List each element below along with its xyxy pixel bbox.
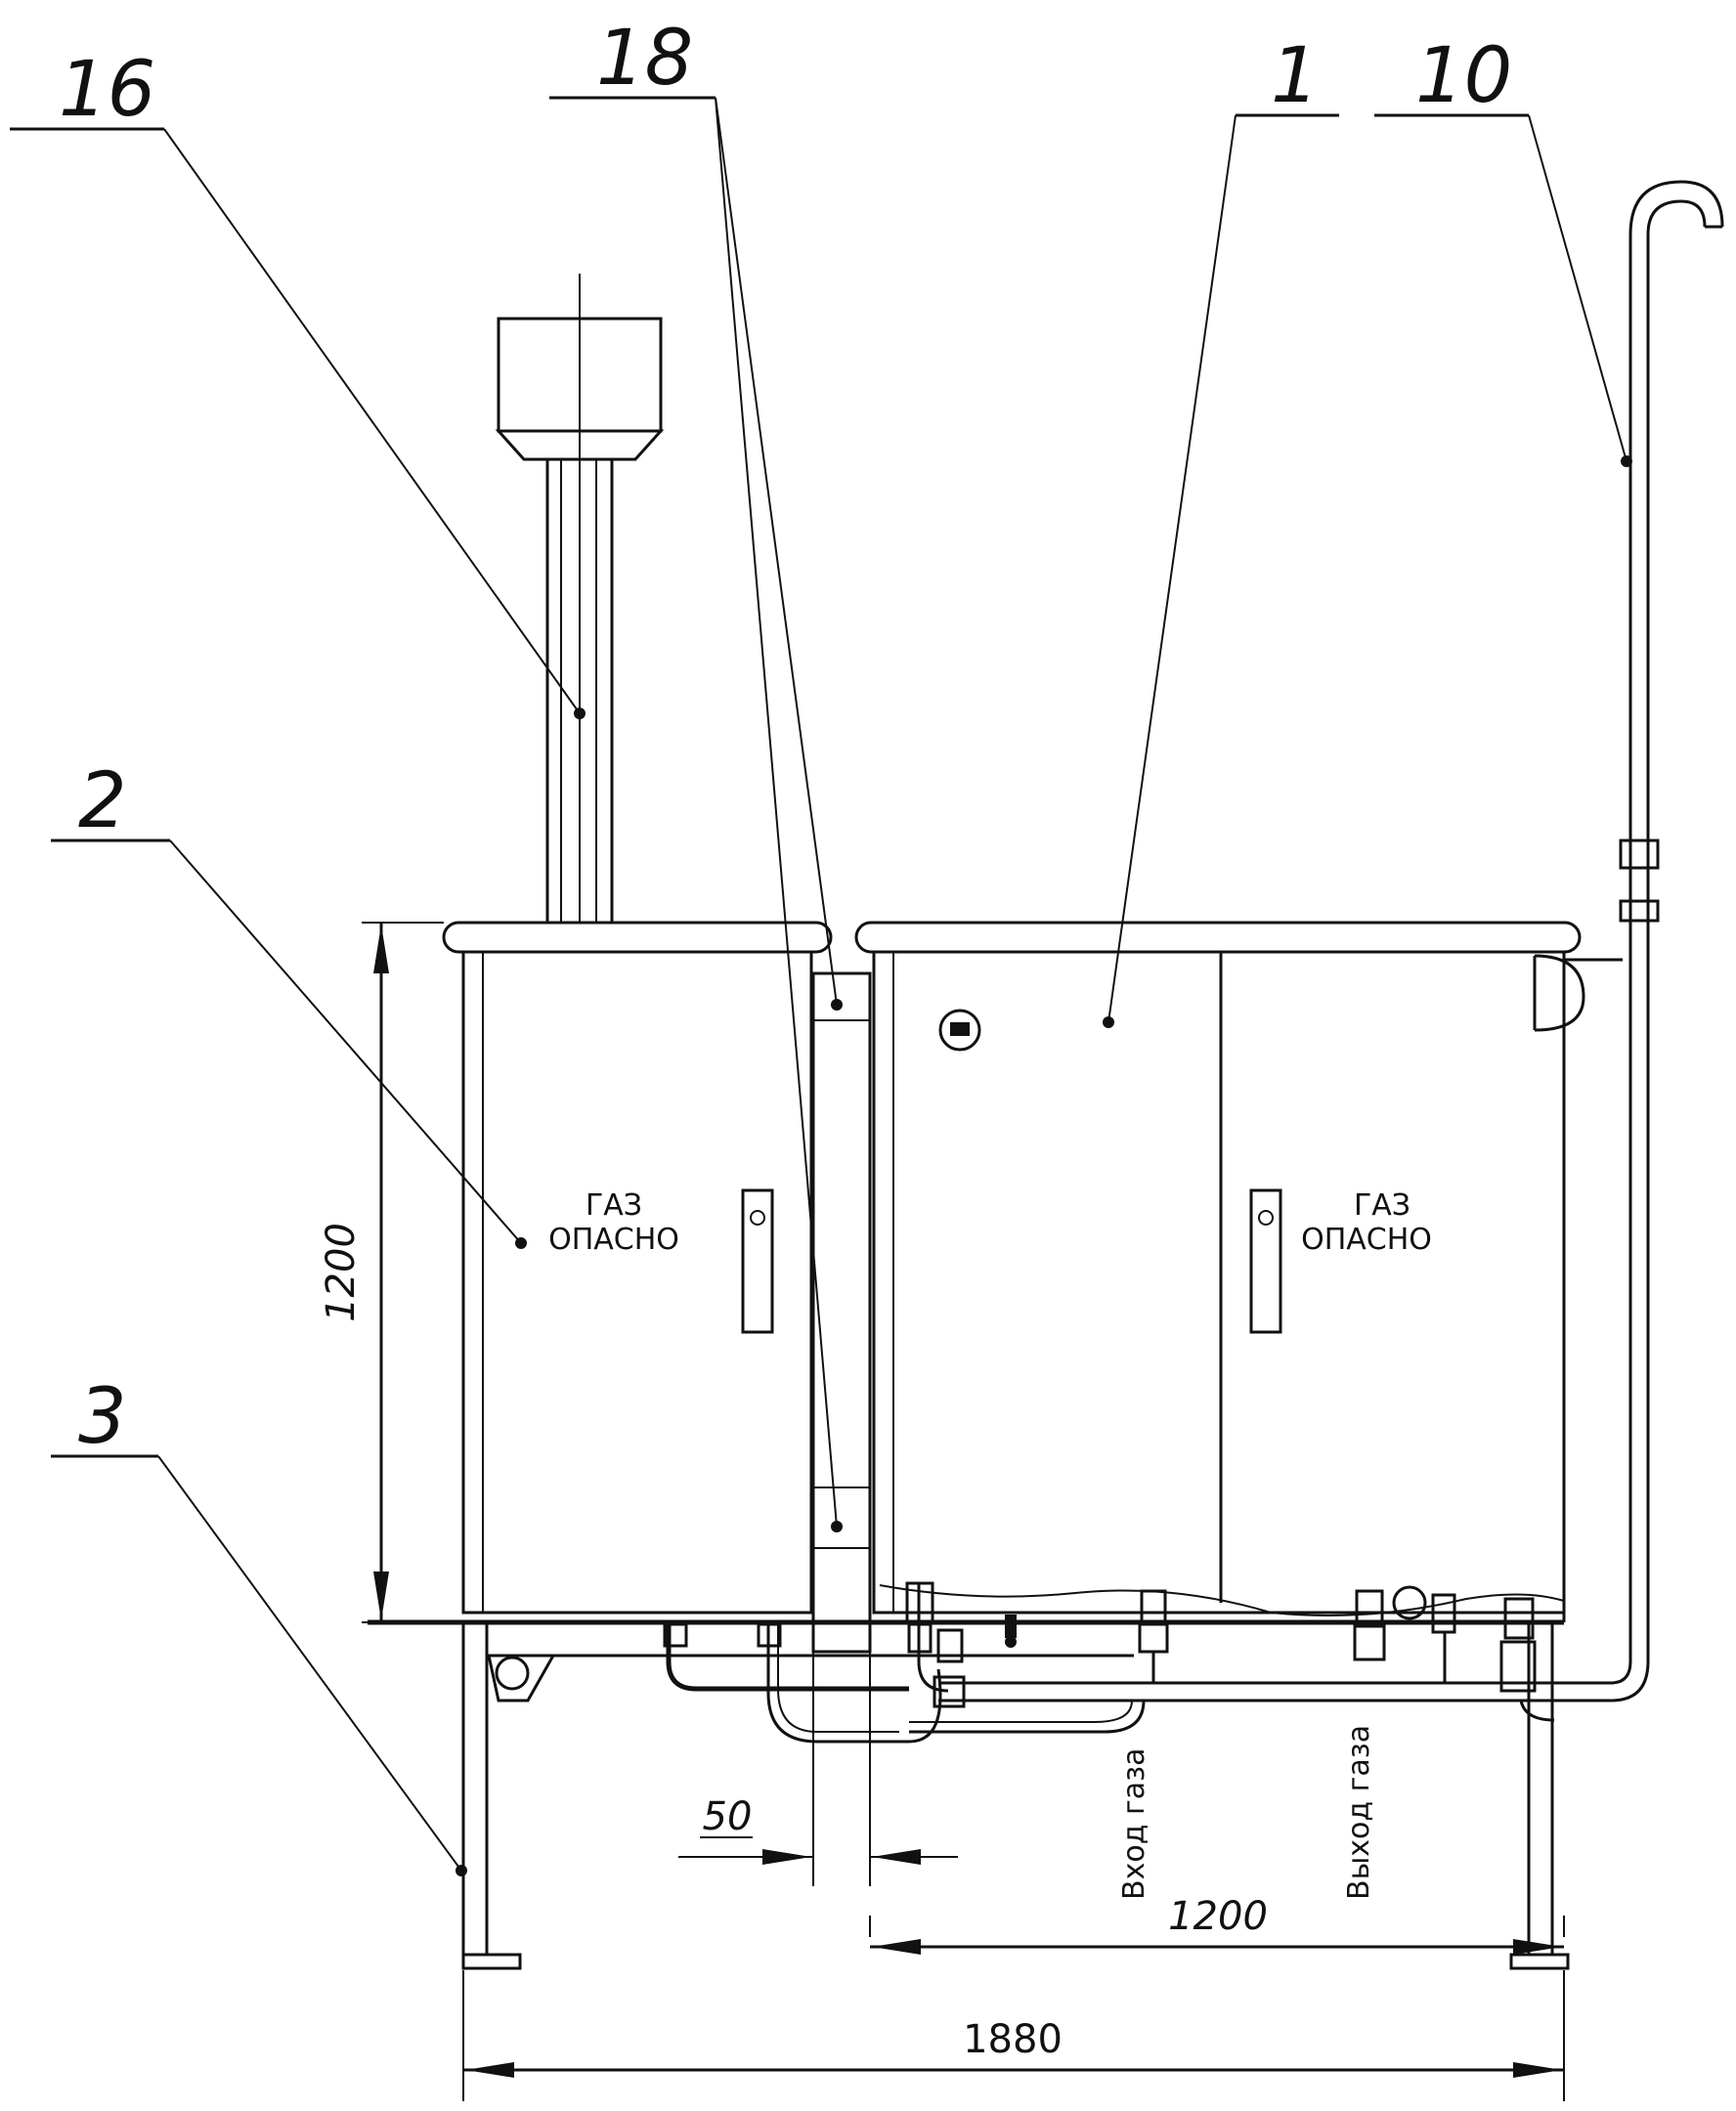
callout-18: 18	[549, 15, 843, 1532]
callout-16-number: 16	[59, 46, 155, 134]
cabinet-right-label-1: ГАЗ	[1354, 1188, 1410, 1223]
callout-3-number: 3	[78, 1373, 127, 1461]
dimension-gap-value: 50	[703, 1794, 753, 1839]
dimension-gap: 50	[678, 1794, 958, 1865]
dimension-support-span: 1200	[869, 1894, 1565, 1955]
outlet-label: Выход газа	[1342, 1725, 1376, 1900]
fitting-4	[1499, 1597, 1555, 1722]
callout-1-number: 1	[1271, 32, 1320, 120]
chimney	[495, 274, 665, 925]
cabinet-left-label-1: ГАЗ	[586, 1188, 642, 1223]
inlet-label: Вход газа	[1117, 1748, 1151, 1900]
callout-10-number: 10	[1415, 32, 1512, 120]
gap-column	[811, 971, 872, 1886]
fitting-1	[905, 1581, 966, 1708]
dimension-overall-value: 1880	[963, 2017, 1063, 2062]
dimension-support-span-value: 1200	[1168, 1894, 1268, 1939]
callout-16: 16	[10, 46, 586, 719]
cabinet-left: ГАЗ ОПАСНО	[442, 921, 833, 1615]
callout-1: 1	[1103, 32, 1339, 1028]
dimension-height: 1200	[319, 922, 463, 1623]
dimension-overall: 1880	[462, 1970, 1565, 2101]
piping	[663, 1581, 1613, 1744]
callout-2-number: 2	[78, 757, 127, 845]
fitting-3	[1353, 1585, 1456, 1683]
cabinet-left-label-2: ОПАСНО	[548, 1223, 679, 1257]
vent-pipe	[1564, 180, 1724, 1702]
cabinet-right: ГАЗ ОПАСНО	[854, 921, 1585, 1615]
valve-small	[1005, 1615, 1017, 1648]
cabinet-right-label-2: ОПАСНО	[1301, 1223, 1432, 1257]
fitting-2	[1138, 1589, 1169, 1683]
callout-2: 2	[51, 757, 527, 1249]
callout-3: 3	[51, 1373, 467, 1876]
support-frame	[368, 952, 1570, 1970]
callout-18-number: 18	[596, 15, 693, 103]
callout-10: 10	[1374, 32, 1632, 467]
dimension-height-value: 1200	[319, 1223, 364, 1322]
